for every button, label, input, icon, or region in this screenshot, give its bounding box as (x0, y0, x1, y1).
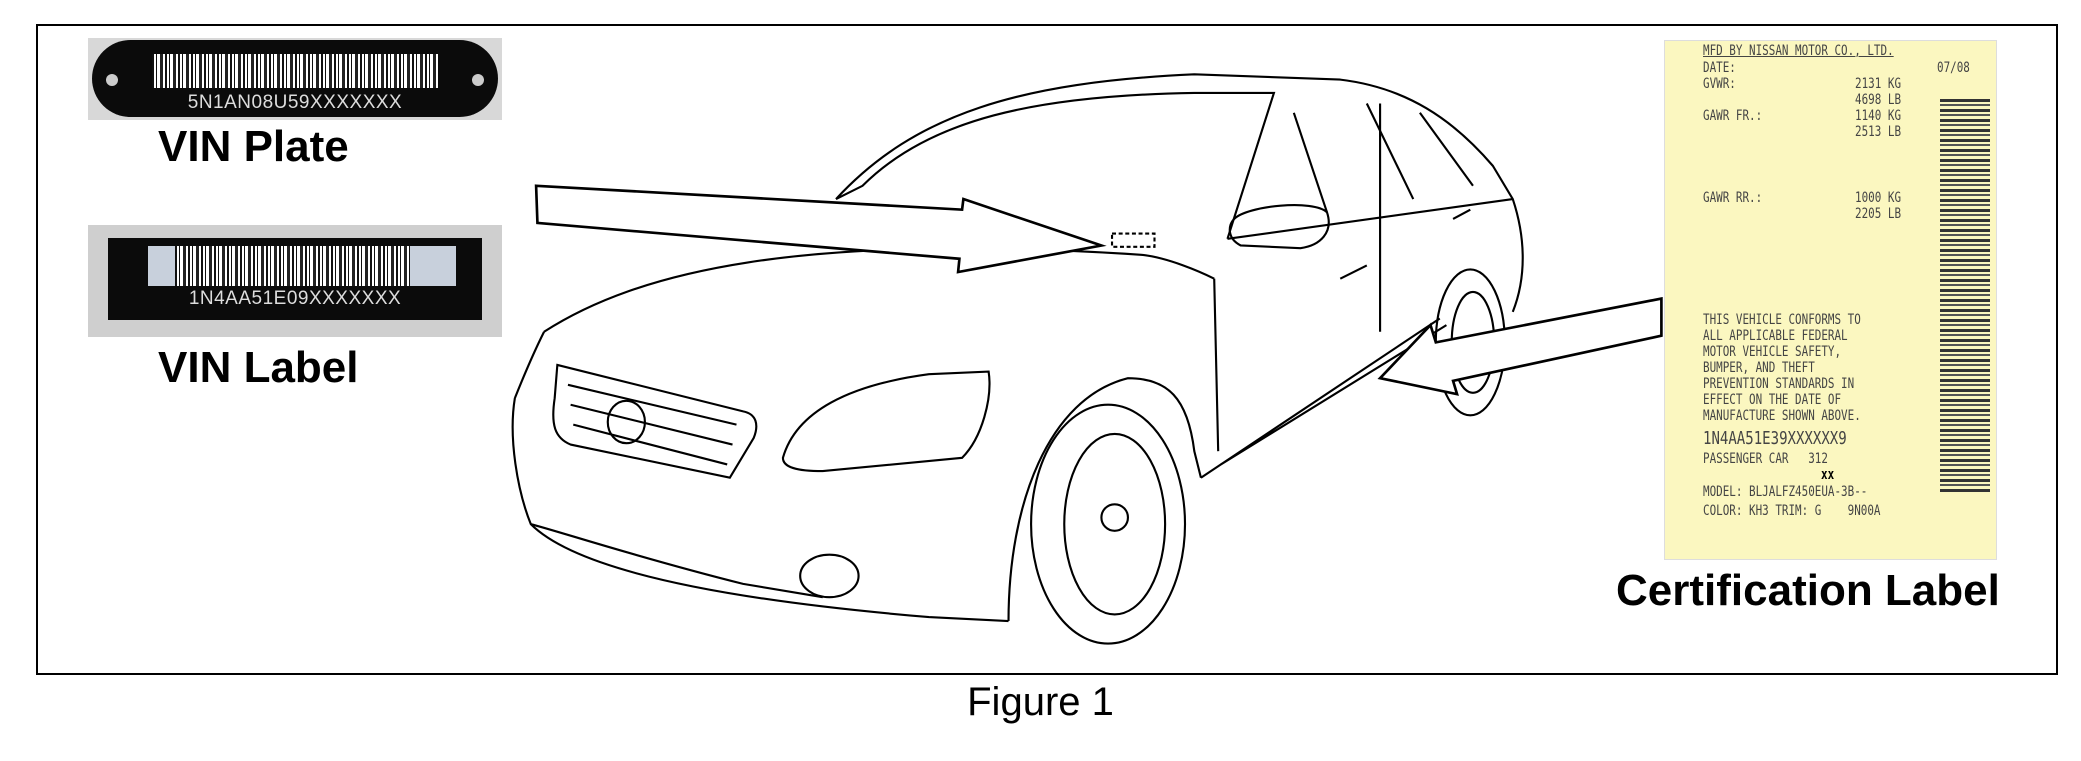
arrow-to-certification-label (1377, 296, 1663, 396)
plate-hole (106, 74, 118, 86)
car-hood (543, 247, 1215, 333)
car-grille (552, 363, 758, 479)
conformity-line: EFFECT ON THE DATE OF (1703, 392, 1842, 408)
side-mirror (1228, 204, 1330, 250)
date-label: DATE: (1703, 60, 1736, 76)
vin-plate-location (1110, 232, 1156, 248)
barcode (175, 246, 410, 286)
color-trim: COLOR: KH3 TRIM: G 9N00A (1703, 503, 1881, 519)
conformity-line: THIS VEHICLE CONFORMS TO (1703, 312, 1861, 328)
gawr-rr-lb: 2205 LB (1855, 206, 1902, 222)
conformity-line: MANUFACTURE SHOWN ABOVE. (1703, 408, 1861, 424)
gawr-rr-kg: 1000 KG (1855, 190, 1902, 206)
manufacturer: MFD BY NISSAN MOTOR CO., LTD. (1703, 43, 1894, 59)
barcode (152, 54, 438, 88)
gawr-fr-lb: 2513 LB (1855, 124, 1902, 140)
conformity-line: ALL APPLICABLE FEDERAL (1703, 328, 1848, 344)
car-front (511, 397, 1009, 623)
conformity-line: BUMPER, AND THEFT (1703, 360, 1815, 376)
vin-plate-number: 5N1AN08U59XXXXXXX (187, 92, 403, 113)
vin-plate-photo: 5N1AN08U59XXXXXXX (88, 38, 502, 120)
conformity-line: MOTOR VEHICLE SAFETY, (1703, 344, 1842, 360)
gawr-fr-kg: 1140 KG (1855, 108, 1902, 124)
vin-label-photo: 1N4AA51E09XXXXXXX (88, 225, 502, 337)
front-wheel (1030, 403, 1187, 645)
certification-label-title: Certification Label (1616, 566, 2000, 615)
car-windshield (835, 91, 1276, 240)
vin-label-title: VIN Label (158, 343, 359, 392)
gvwr-kg: 2131 KG (1855, 76, 1902, 92)
fog-light (799, 553, 860, 599)
vin-label-number: 1N4AA51E09XXXXXXX (188, 288, 402, 309)
redaction-mark: xx (1821, 467, 1835, 483)
certification-label-photo: MFD BY NISSAN MOTOR CO., LTD. DATE: 07/0… (1664, 40, 1997, 560)
arrow-to-vin-plate (534, 184, 1107, 274)
vin-plate-title: VIN Plate (158, 122, 349, 171)
gvwr-lb: 4698 LB (1855, 92, 1902, 108)
barcode (1940, 99, 1990, 494)
model-code: MODEL: BLJALFZ450EUA-3B-- (1703, 484, 1868, 500)
gvwr-label: GVWR: (1703, 76, 1736, 92)
certification-vin: 1N4AA51E39XXXXXX9 (1703, 428, 1847, 449)
figure-frame (36, 24, 2058, 675)
car-roof (835, 73, 1524, 313)
car-side (1200, 103, 1513, 479)
gawr-rr-label: GAWR RR.: (1703, 190, 1763, 206)
car-headlight (781, 370, 991, 473)
gawr-fr-label: GAWR FR.: (1703, 108, 1763, 124)
figure-caption: Figure 1 (967, 680, 1114, 724)
plate-hole (472, 74, 484, 86)
date-value: 07/08 (1937, 60, 1970, 76)
vehicle-type: PASSENGER CAR 312 (1703, 451, 1828, 467)
conformity-line: PREVENTION STANDARDS IN (1703, 376, 1855, 392)
